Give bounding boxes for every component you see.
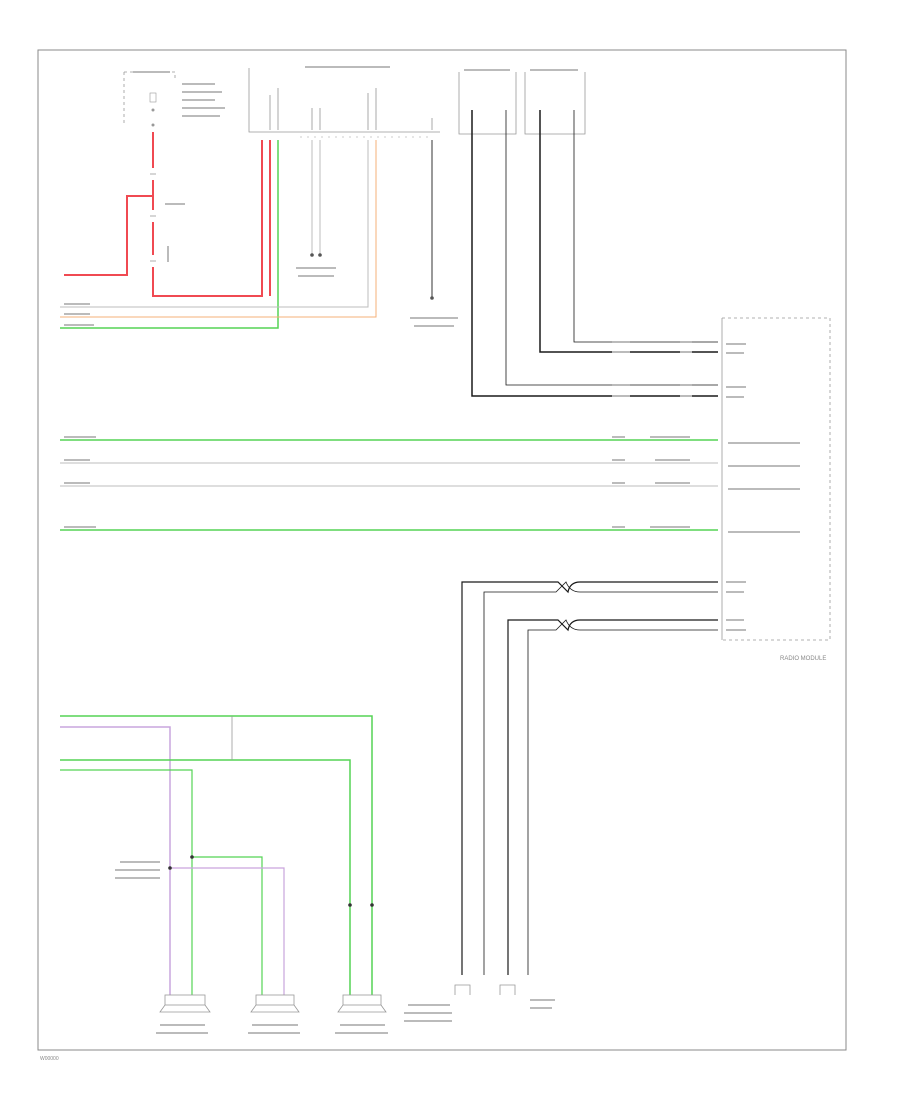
diagram-frame: [37, 49, 847, 1051]
center-connector-block: [248, 66, 440, 138]
module-pin-labels: [726, 343, 800, 631]
diagram-id: W00000: [40, 1056, 59, 1062]
wire-tag-labels: [612, 341, 692, 397]
speaker-icon: [159, 994, 211, 1013]
speaker-icon: [250, 994, 300, 1013]
speaker-caption-bars: [115, 861, 388, 1034]
left-wire-labels-top: [64, 303, 94, 326]
splice-points: [168, 855, 374, 907]
fuse-box: [123, 71, 225, 127]
lower-left-speaker-wires: [60, 715, 373, 995]
module-name: RADIO MODULE: [780, 656, 826, 662]
connector-icon: [404, 984, 555, 1022]
connector-pins: [269, 88, 433, 130]
speaker-icon: [337, 994, 387, 1013]
red-power-wire: [64, 132, 263, 297]
red-wire-labels: [150, 173, 185, 262]
ground-icon: [410, 296, 458, 327]
top-right-wires: [471, 110, 718, 397]
bus-wire-labels: [64, 436, 690, 528]
horizontal-bus-wires: [60, 439, 718, 531]
radio-module: RADIO MODULE: [721, 317, 831, 662]
lower-right-wires: [461, 581, 718, 975]
ground-icon: [296, 253, 336, 277]
top-right-connectors: [458, 69, 586, 135]
center-vertical-wires: [60, 140, 433, 329]
